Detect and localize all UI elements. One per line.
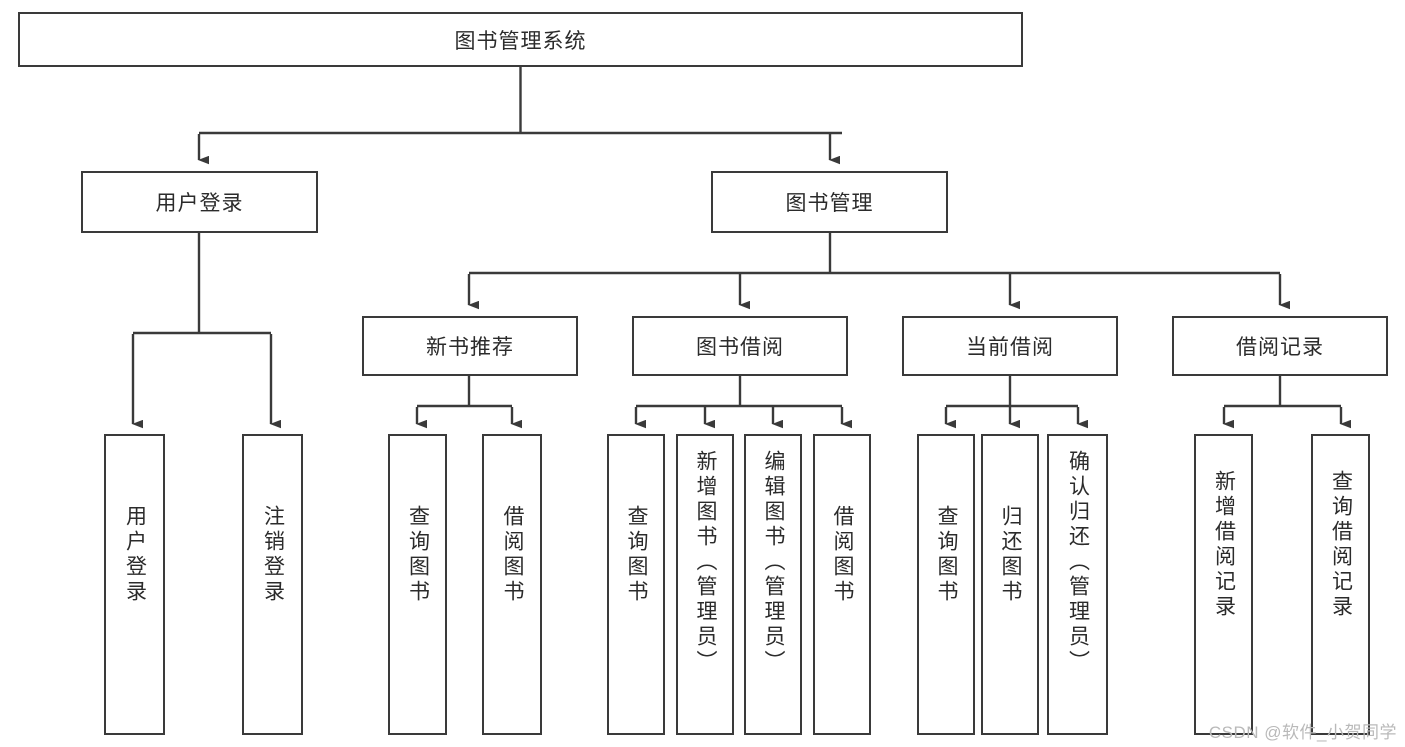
leaf-return-books-label: 归还图书 <box>999 505 1023 605</box>
leaf-query-books-recommend-label: 查询图书 <box>406 505 430 605</box>
leaf-confirm-return-admin-label: 确认归还（管理员） <box>1066 450 1090 675</box>
leaf-query-borrow-record-label: 查询借阅记录 <box>1329 470 1353 620</box>
node-user-login[interactable]: 用户登录 <box>81 171 318 233</box>
leaf-borrow-books-borrow[interactable]: 借阅图书 <box>813 434 871 735</box>
leaf-borrow-books-borrow-label: 借阅图书 <box>831 505 855 605</box>
leaf-borrow-books-recommend[interactable]: 借阅图书 <box>482 434 542 735</box>
leaf-edit-book-admin-label: 编辑图书（管理员） <box>762 450 786 675</box>
node-user-login-label: 用户登录 <box>155 192 244 215</box>
node-book-management[interactable]: 图书管理 <box>711 171 948 233</box>
node-new-book-recommend[interactable]: 新书推荐 <box>362 316 578 376</box>
leaf-confirm-return-admin[interactable]: 确认归还（管理员） <box>1047 434 1108 735</box>
leaf-user-login[interactable]: 用户登录 <box>104 434 165 735</box>
leaf-return-books[interactable]: 归还图书 <box>981 434 1039 735</box>
leaf-query-books-borrow-label: 查询图书 <box>625 505 649 605</box>
node-borrow-records[interactable]: 借阅记录 <box>1172 316 1388 376</box>
leaf-logout[interactable]: 注销登录 <box>242 434 303 735</box>
leaf-query-books-recommend[interactable]: 查询图书 <box>388 434 447 735</box>
leaf-logout-label: 注销登录 <box>261 505 285 605</box>
leaf-user-login-label: 用户登录 <box>123 505 147 605</box>
leaf-query-books-borrow[interactable]: 查询图书 <box>607 434 665 735</box>
watermark: CSDN @软件_小贺同学 <box>1208 723 1397 742</box>
leaf-add-book-admin[interactable]: 新增图书（管理员） <box>676 434 734 735</box>
leaf-edit-book-admin[interactable]: 编辑图书（管理员） <box>744 434 802 735</box>
leaf-add-borrow-record-label: 新增借阅记录 <box>1212 470 1236 620</box>
leaf-query-books-current[interactable]: 查询图书 <box>917 434 975 735</box>
leaf-borrow-books-recommend-label: 借阅图书 <box>501 505 525 605</box>
node-new-book-recommend-label: 新书推荐 <box>426 336 514 359</box>
node-current-borrow-label: 当前借阅 <box>966 336 1054 359</box>
leaf-query-books-current-label: 查询图书 <box>935 505 959 605</box>
node-root[interactable]: 图书管理系统 <box>18 12 1023 67</box>
node-book-borrow-label: 图书借阅 <box>696 336 784 359</box>
leaf-add-borrow-record[interactable]: 新增借阅记录 <box>1194 434 1253 735</box>
node-root-label: 图书管理系统 <box>454 29 587 53</box>
node-book-management-label: 图书管理 <box>785 192 874 215</box>
node-book-borrow[interactable]: 图书借阅 <box>632 316 848 376</box>
leaf-query-borrow-record[interactable]: 查询借阅记录 <box>1311 434 1370 735</box>
node-current-borrow[interactable]: 当前借阅 <box>902 316 1118 376</box>
node-borrow-records-label: 借阅记录 <box>1236 336 1324 359</box>
leaf-add-book-admin-label: 新增图书（管理员） <box>694 450 718 675</box>
